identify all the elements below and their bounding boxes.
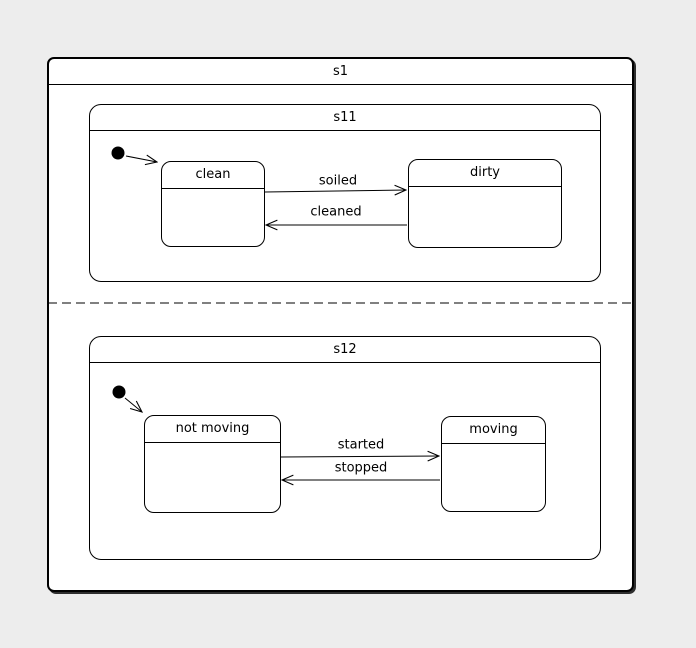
state-title-dirty: dirty bbox=[409, 160, 561, 187]
state-title-clean: clean bbox=[162, 162, 264, 189]
state-title-moving: moving bbox=[442, 417, 545, 444]
state-title-not-moving: not moving bbox=[145, 416, 280, 443]
state-dirty: dirty bbox=[408, 159, 562, 248]
state-clean: clean bbox=[161, 161, 265, 247]
state-title-s12: s12 bbox=[90, 337, 600, 363]
state-moving: moving bbox=[441, 416, 546, 512]
state-title-s1: s1 bbox=[49, 59, 632, 85]
state-not-moving: not moving bbox=[144, 415, 281, 513]
transition-label-soiled: soiled bbox=[318, 173, 358, 189]
transition-label-cleaned: cleaned bbox=[310, 204, 362, 220]
state-title-s11: s11 bbox=[90, 105, 600, 131]
transition-label-stopped: stopped bbox=[334, 460, 388, 476]
transition-label-started: started bbox=[337, 437, 385, 453]
